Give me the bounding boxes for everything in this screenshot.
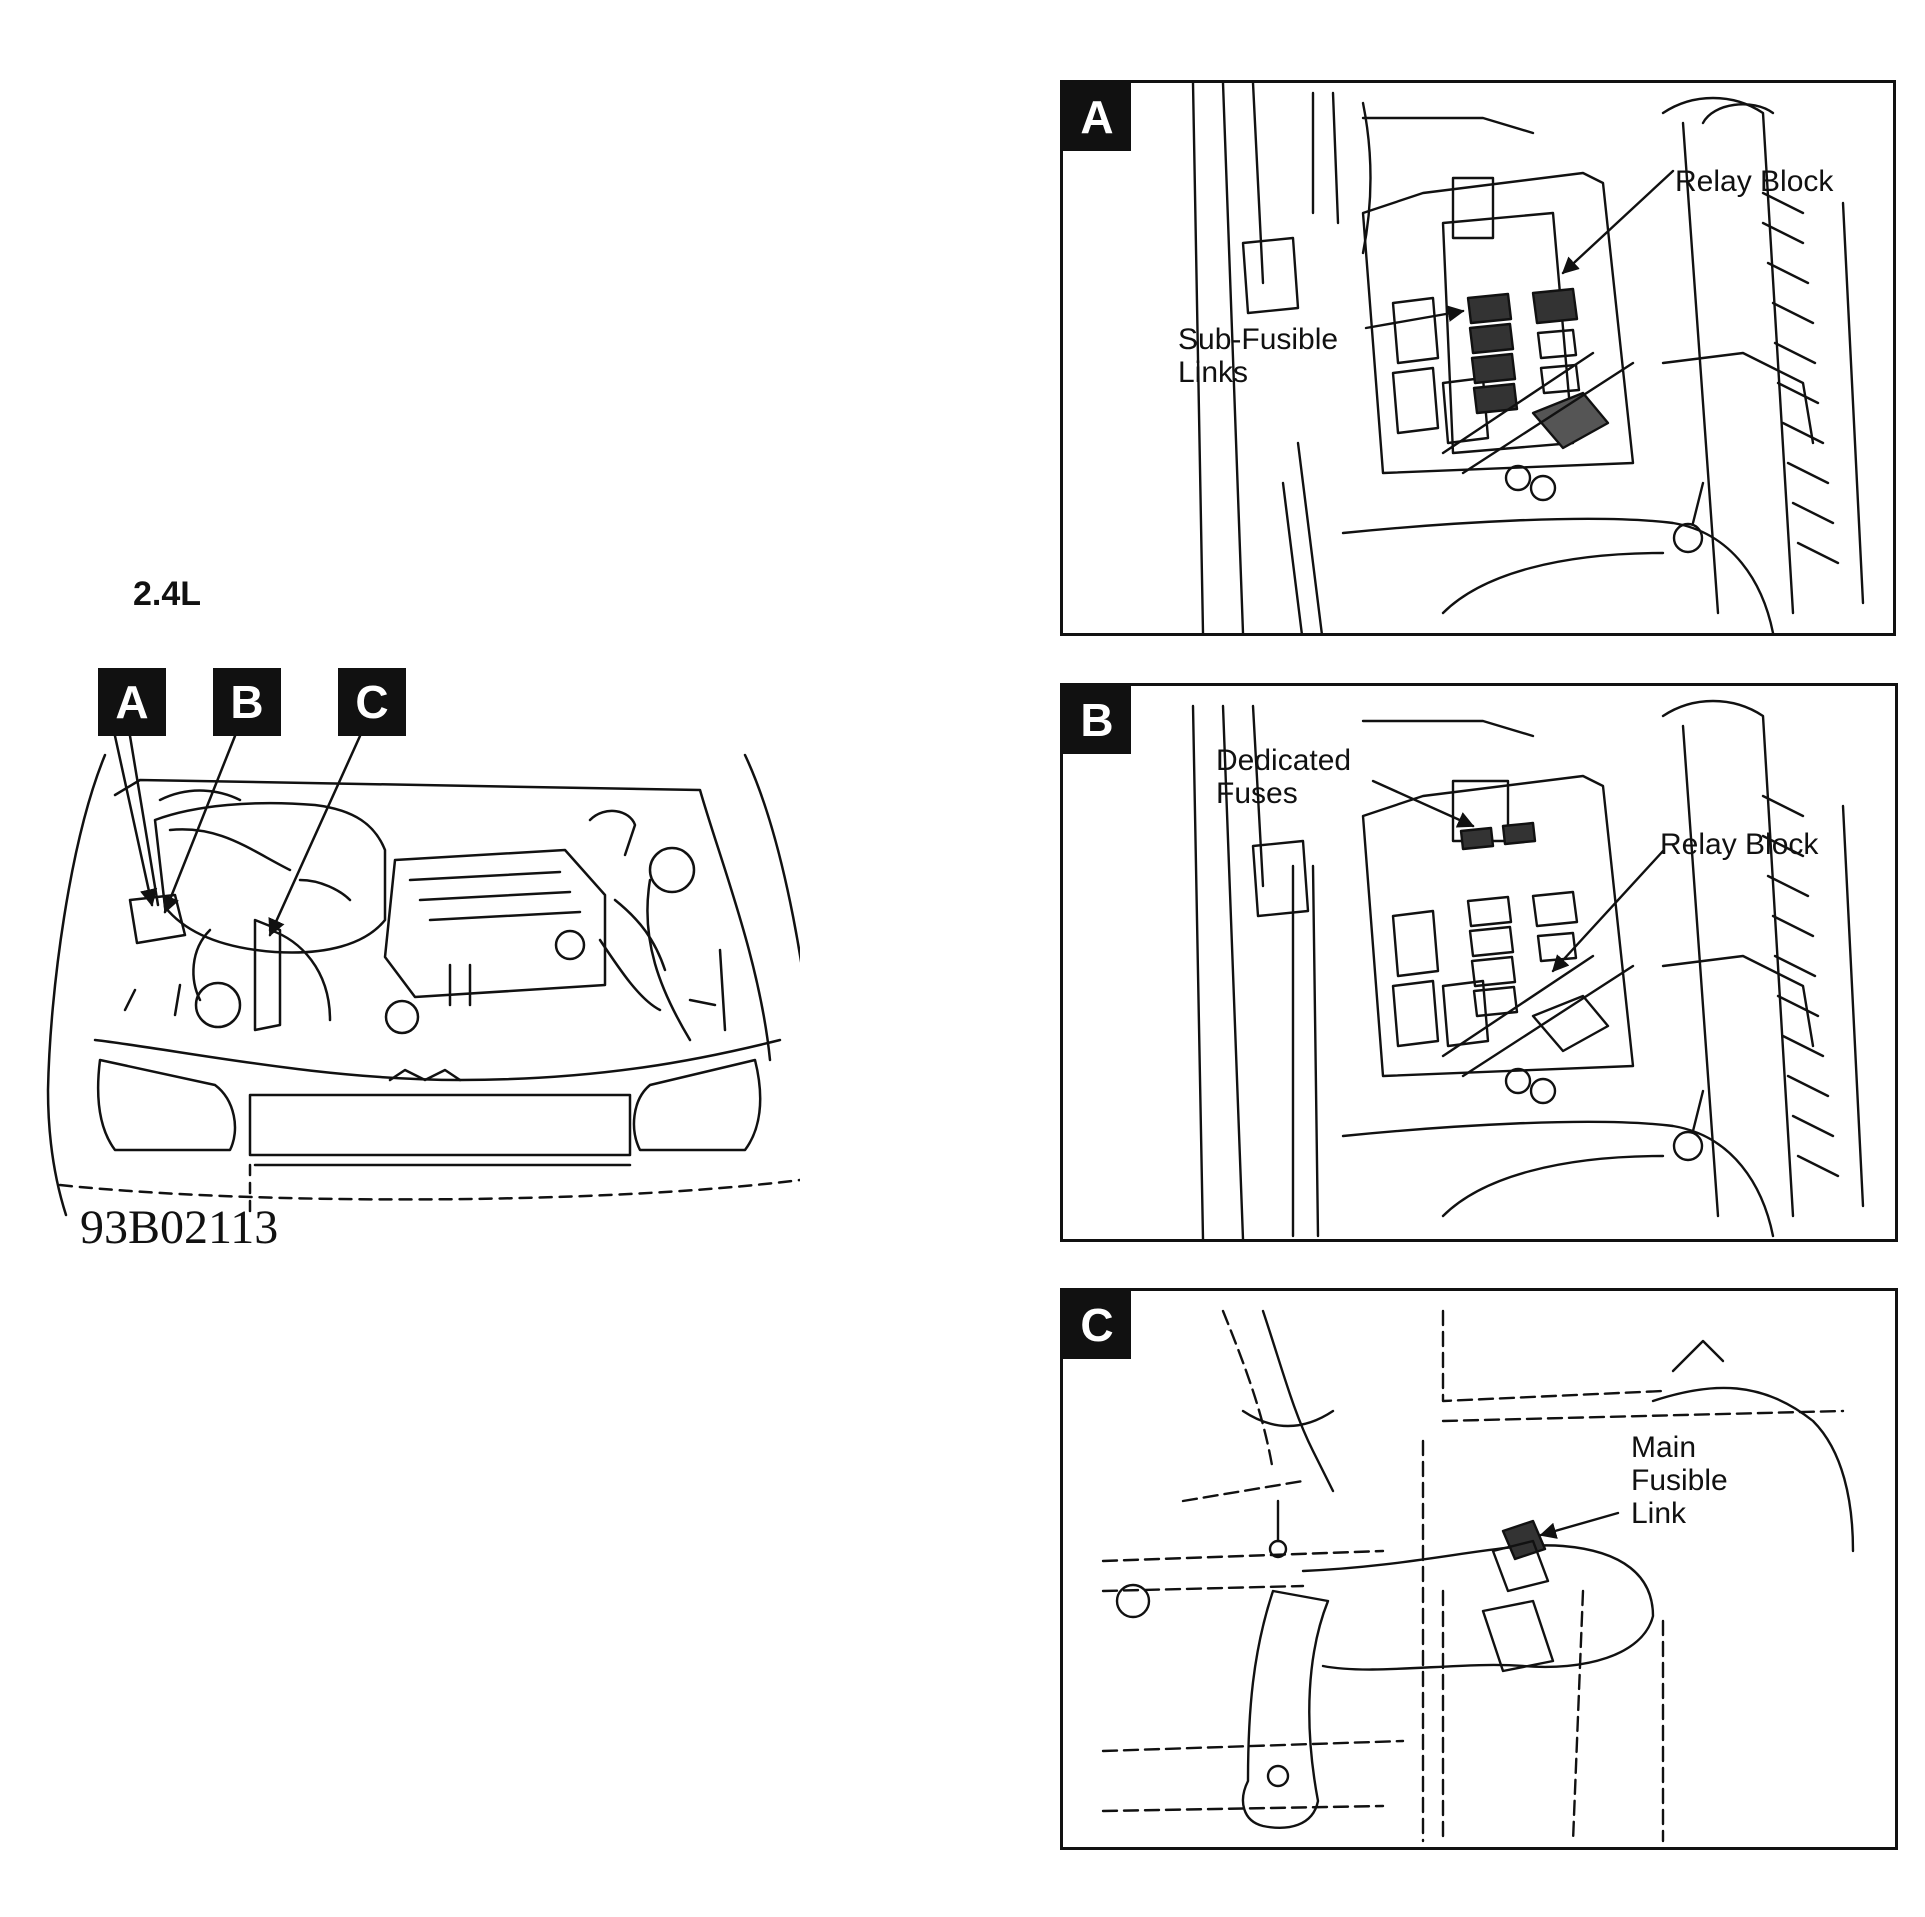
figure-code: 93B02113 <box>80 1201 279 1254</box>
marker-c: C <box>338 668 406 736</box>
panel-a-drawing <box>1191 83 1865 633</box>
dedicated-fuses-leader <box>1371 779 1475 828</box>
panel-a-tag: A <box>1063 83 1131 151</box>
dedicated-fuses <box>1459 821 1537 851</box>
hood-outline-right <box>743 753 800 963</box>
dedicated-fuses-label: Dedicated Fuses <box>1216 744 1352 810</box>
engine-block <box>383 848 607 999</box>
marker-a: A <box>98 668 166 736</box>
relay-block <box>1531 890 1579 963</box>
detail-panel-b: B Dedicated Fuses Relay Block <box>1060 683 1898 1242</box>
coolant-cap <box>384 999 420 1035</box>
panel-b-tag: B <box>1063 686 1131 754</box>
battery-bracket <box>1241 1589 1330 1829</box>
main-fusible-link <box>1501 1519 1547 1561</box>
relay-block-leader <box>1561 169 1675 275</box>
fuse-box <box>1361 774 1635 1078</box>
left-headlight <box>96 1058 237 1152</box>
front-grille <box>248 1093 632 1157</box>
hood-outline <box>46 753 107 1217</box>
leader-c <box>268 734 362 937</box>
main-fusible-link-label: Main Fusible Link <box>1631 1431 1728 1530</box>
marker-b: B <box>213 668 281 736</box>
sub-fusible-links-leader <box>1364 305 1465 330</box>
panel-c-drawing <box>1101 1309 1855 1843</box>
relay-block <box>1531 287 1579 325</box>
hood-opening <box>113 778 772 1062</box>
main-fusible-link-leader <box>1539 1511 1620 1539</box>
leader-a <box>113 734 158 907</box>
engine-compartment-drawing <box>46 734 800 1217</box>
sub-fusible-links-label: Sub-Fusible Links <box>1178 323 1339 389</box>
leader-b <box>162 734 237 914</box>
relay-block-label: Relay Block <box>1660 828 1819 861</box>
relay-block-label: Relay Block <box>1675 165 1834 198</box>
leader-a-2 <box>128 734 160 907</box>
detail-panel-c: C Main Fusible Link <box>1060 1288 1898 1850</box>
panel-c-tag: C <box>1063 1291 1131 1359</box>
panel-b-drawing <box>1191 699 1865 1239</box>
fuse-box <box>1361 171 1635 475</box>
right-headlight <box>632 1058 762 1152</box>
relay-block-leader <box>1551 849 1665 973</box>
air-intake-hose <box>268 878 352 1022</box>
detail-panel-a: A Relay Block Sub-Fusible Links <box>1060 80 1896 636</box>
sub-fusible-link-stack <box>1466 292 1519 415</box>
battery-relay-box <box>128 893 187 945</box>
washer-reservoir <box>648 846 696 894</box>
engine-size-label: 2.4L <box>133 575 202 613</box>
